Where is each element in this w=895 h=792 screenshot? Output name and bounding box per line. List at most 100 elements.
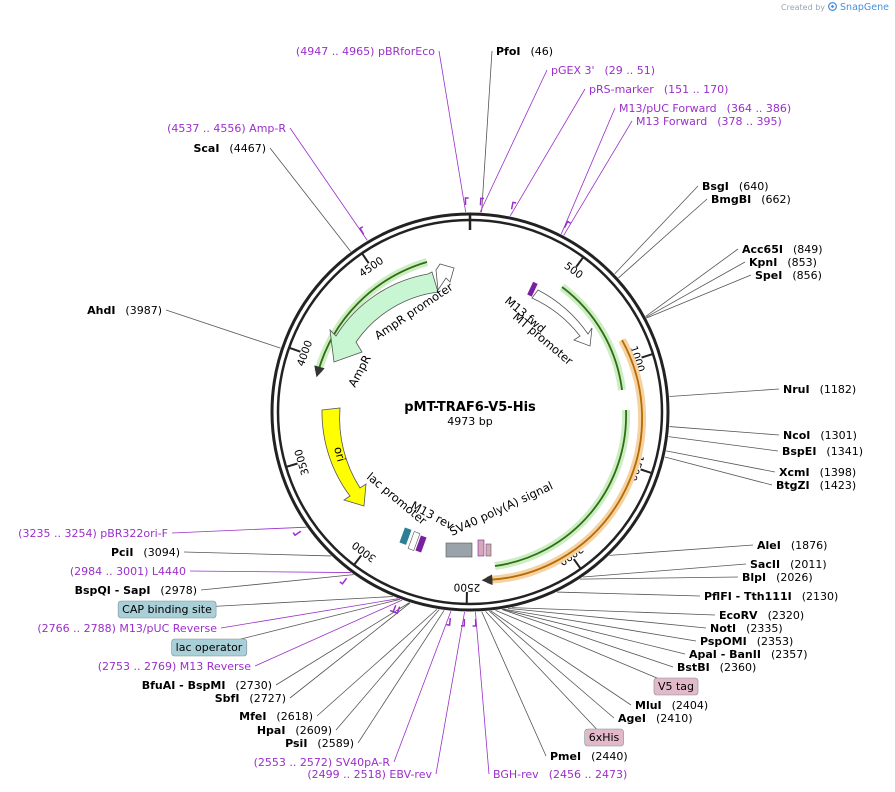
label-position: (3094) bbox=[143, 546, 180, 559]
tick-label: 3000 bbox=[350, 539, 379, 565]
enzyme-label: PspOMI(2353) bbox=[700, 635, 793, 648]
enzyme-label: BsgI (640) bbox=[702, 180, 769, 193]
label-name: PfoI bbox=[496, 45, 521, 58]
label-name: 6xHis bbox=[589, 731, 620, 744]
primer-label: BGH-rev(2456 .. 2473) bbox=[493, 768, 627, 781]
label-position: (2589) bbox=[317, 737, 354, 750]
label-position: (2130) bbox=[802, 590, 839, 603]
label-name: BmgBI bbox=[711, 193, 751, 206]
label-position: (640) bbox=[739, 180, 769, 193]
primer-site-mark bbox=[510, 201, 517, 210]
label-name: (2753 .. 2769) M13 Reverse bbox=[98, 660, 251, 673]
label-position: (1398) bbox=[820, 466, 857, 479]
primer-site-mark bbox=[393, 606, 401, 615]
leader-line bbox=[220, 598, 399, 629]
label-name: (2766 .. 2788) M13/pUC Reverse bbox=[37, 622, 217, 635]
label-position: (2335) bbox=[746, 622, 783, 635]
leader-line bbox=[489, 610, 615, 719]
plasmid-length: 4973 bp bbox=[447, 415, 492, 428]
enzyme-label: ApaI - BanII(2357) bbox=[689, 648, 808, 661]
primer-site-mark bbox=[339, 577, 348, 585]
label-name: (3235 .. 3254) pBR322ori-F bbox=[18, 527, 168, 540]
annotation-boxes bbox=[117, 600, 699, 747]
tick-mark bbox=[641, 352, 654, 359]
leader-line bbox=[254, 599, 403, 667]
label-position: (2978) bbox=[160, 584, 197, 597]
ori-label: ori bbox=[331, 445, 348, 463]
feature-tag-box bbox=[584, 728, 624, 747]
leader-line bbox=[289, 127, 368, 241]
enzyme-label: BspQI - SapI(2978) bbox=[75, 584, 197, 597]
leader-line bbox=[560, 107, 616, 235]
primer-label: (4537 .. 4556) Amp-R bbox=[167, 122, 286, 135]
ampr-arc-green-core bbox=[314, 261, 428, 378]
primer-label: M13 Forward(378 .. 395) bbox=[636, 115, 782, 128]
label-name: M13 Forward bbox=[636, 115, 707, 128]
label-name: (2499 .. 2518) EBV-rev bbox=[307, 768, 432, 781]
label-position: (2026) bbox=[776, 571, 813, 584]
label-name: NruI bbox=[783, 383, 810, 396]
enzyme-label: SpeI(856) bbox=[755, 269, 822, 282]
primer-site-mark bbox=[563, 220, 571, 229]
label-name: CAP binding site bbox=[122, 603, 212, 616]
tick-mark bbox=[361, 252, 370, 264]
leader-line bbox=[669, 426, 780, 436]
label-name: (4537 .. 4556) Amp-R bbox=[167, 122, 286, 135]
label-name: NcoI bbox=[783, 429, 810, 442]
primer-label: (3235 .. 3254) pBR322ori-F bbox=[18, 527, 168, 540]
leader-line bbox=[189, 570, 351, 573]
label-name: ApaI - BanII bbox=[689, 648, 761, 661]
enzyme-label: XcmI(1398) bbox=[779, 466, 856, 479]
label-position: (2320) bbox=[768, 609, 805, 622]
ampr-label: AmpR bbox=[345, 352, 373, 389]
label-position: (364 .. 386) bbox=[727, 102, 792, 115]
label-name: MluI bbox=[635, 699, 662, 712]
primer-site-mark bbox=[389, 604, 397, 613]
label-position: (2727) bbox=[249, 692, 286, 705]
snapgene-credit: Created by SnapGene bbox=[781, 1, 889, 13]
label-position: (2730) bbox=[235, 679, 272, 692]
credit-text: Created by bbox=[781, 3, 826, 12]
leader-line bbox=[609, 544, 754, 556]
label-name: HpaI bbox=[257, 724, 286, 737]
enzyme-label: ScaI(4467) bbox=[193, 142, 266, 155]
label-position: (2011) bbox=[790, 558, 827, 571]
tick-mark bbox=[572, 558, 582, 570]
label-leader-lines bbox=[165, 50, 780, 775]
leader-line bbox=[481, 611, 547, 757]
primer-label: (2753 .. 2769) M13 Reverse bbox=[98, 660, 251, 673]
label-name: BtgZI bbox=[776, 479, 810, 492]
label-name: PspOMI bbox=[700, 635, 747, 648]
primer-site-mark bbox=[464, 197, 469, 206]
leader-line bbox=[316, 608, 438, 717]
leader-line bbox=[495, 609, 677, 687]
label-name: EcoRV bbox=[719, 609, 758, 622]
enzyme-label: SacII (2011) bbox=[750, 558, 827, 571]
leader-line bbox=[438, 50, 467, 213]
enzyme-label: HpaI(2609) bbox=[257, 724, 332, 737]
label-name: pRS-marker bbox=[589, 83, 654, 96]
label-name: M13/pUC Forward bbox=[619, 102, 717, 115]
enzyme-label: MluI(2404) bbox=[635, 699, 708, 712]
mt-promoter-arrow bbox=[531, 289, 593, 347]
label-name: PciI bbox=[111, 546, 133, 559]
label-position: (2410) bbox=[656, 712, 693, 725]
enzyme-label: AhdI(3987) bbox=[87, 304, 162, 317]
leader-line bbox=[646, 274, 752, 319]
enzyme-label: PmeI(2440) bbox=[550, 750, 628, 763]
enzyme-label: BfuAI - BspMI(2730) bbox=[142, 679, 272, 692]
tick-mark bbox=[640, 468, 653, 475]
label-name: SacII bbox=[750, 558, 780, 571]
lac-promoter-label: lac promoter bbox=[364, 470, 430, 528]
label-name: SbfI bbox=[215, 692, 240, 705]
v5-tag-box bbox=[477, 539, 485, 557]
leader-line bbox=[171, 526, 307, 534]
leader-line bbox=[664, 456, 773, 486]
label-name: BGH-rev bbox=[493, 768, 539, 781]
insert-arc-green-upper-core bbox=[561, 286, 623, 391]
leader-line bbox=[668, 436, 779, 452]
label-name: BsgI bbox=[702, 180, 729, 193]
leader-line bbox=[275, 602, 410, 686]
label-name: Acc65I bbox=[742, 243, 783, 256]
